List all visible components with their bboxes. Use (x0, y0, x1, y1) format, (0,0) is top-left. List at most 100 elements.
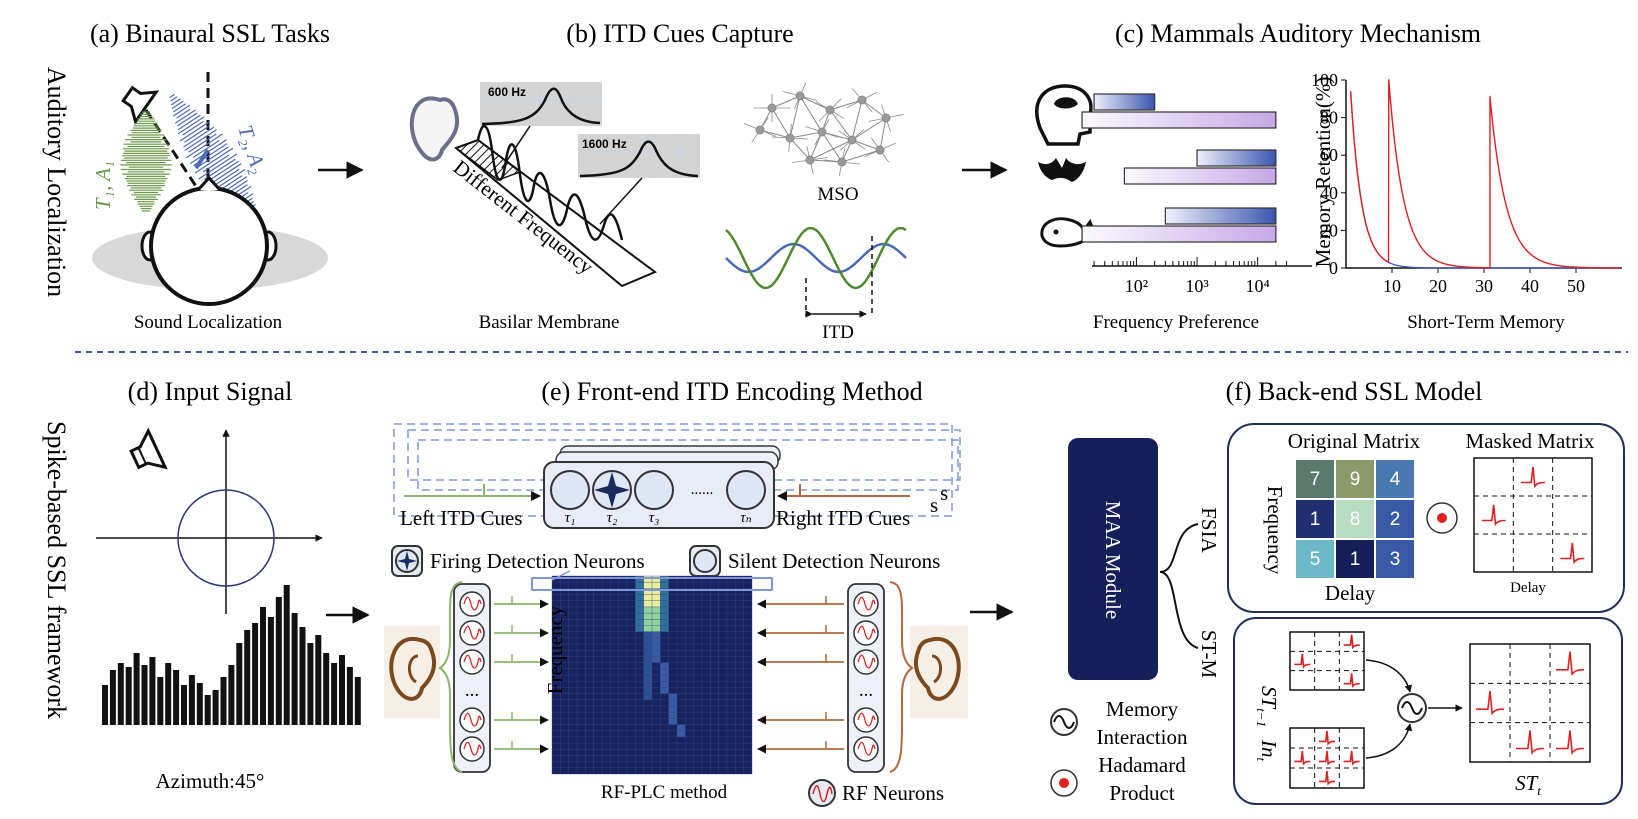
heatmap-cell (660, 626, 668, 632)
left-itd-cues-label: Left ITD Cues (400, 506, 522, 530)
azimuth-bar (339, 655, 345, 725)
firing-legend-label: Firing Detection Neurons (430, 549, 645, 573)
wave-tick (173, 104, 185, 112)
azimuth-bar (236, 643, 242, 725)
svg-text:1600 Hz: 1600 Hz (582, 137, 627, 151)
heatmap-cell (644, 582, 652, 588)
heatmap-cell (660, 582, 668, 588)
svg-text:......: ...... (691, 482, 714, 498)
svg-text:s: s (930, 493, 938, 517)
azimuth-bar (228, 665, 234, 725)
azimuth-bar (300, 627, 306, 725)
azimuth-bar (126, 667, 132, 725)
neuron-soma (796, 92, 804, 100)
hadamard-product-label-2: Product (1109, 781, 1174, 805)
itd-waves (726, 228, 906, 288)
neuron-link (790, 96, 800, 138)
panel-e-title: (e) Front-end ITD Encoding Method (541, 377, 922, 406)
matrix-value: 5 (1310, 549, 1321, 570)
heatmap-cell (660, 681, 668, 687)
heatmap-cell (660, 663, 668, 669)
neuron-soma (826, 106, 834, 114)
azimuth-bar (323, 653, 329, 725)
wave-tick (169, 94, 174, 97)
matrix-value: 8 (1350, 509, 1361, 530)
freq-bar-top-whale (1165, 208, 1276, 224)
freq-tick-label: 10⁴ (1245, 276, 1269, 296)
heatmap-cell (652, 619, 660, 625)
heatmap-cell (644, 694, 652, 700)
azimuth-bar (221, 677, 227, 725)
mem-x-tick-label: 30 (1475, 276, 1493, 296)
masked-matrix (1474, 458, 1592, 572)
heatmap-cell (660, 675, 668, 681)
wave-tick (185, 130, 217, 151)
heatmap-cell (652, 626, 660, 632)
mso-neurons (744, 83, 903, 176)
freq-1600-box: 1600 Hz (578, 134, 700, 178)
rf-neurons-label: RF Neurons (842, 781, 944, 805)
mem-retention-curve (1351, 80, 1622, 268)
matrix-value: 3 (1390, 549, 1401, 570)
heatmap-cell (652, 576, 660, 582)
heatmap-cell (644, 644, 652, 650)
azimuth-bar (260, 607, 266, 725)
neuron-soma (848, 136, 856, 144)
azimuth-bar (292, 613, 298, 725)
sound-localization-caption: Sound Localization (134, 312, 283, 333)
neuron-soma (838, 158, 846, 166)
fsia-label: FSIA (1197, 507, 1221, 553)
heatmap-cell (635, 619, 643, 625)
wave-tick (180, 121, 210, 141)
svg-text:s: s (940, 481, 948, 505)
neuron-soma (768, 104, 776, 112)
heatmap-cell (635, 576, 643, 582)
heatmap-cell (660, 576, 668, 582)
heatmap-cell (652, 650, 660, 656)
svg-text:τ₁: τ₁ (565, 510, 576, 526)
wave-tick (172, 101, 183, 108)
heatmap-cell (635, 601, 643, 607)
rf-plc-heatmap (532, 576, 772, 774)
azimuth-caption: Azimuth:45° (156, 769, 265, 793)
azimuth-bar (102, 685, 108, 725)
matrix-value: 7 (1310, 469, 1321, 490)
azimuth-bar (110, 670, 116, 725)
right-ear-icon (910, 626, 968, 718)
mem-x-tick-label: 10 (1383, 276, 1401, 296)
silent-legend-label: Silent Detection Neurons (728, 549, 940, 573)
heatmap-cell (644, 681, 652, 687)
neuron-soma (858, 96, 866, 104)
azimuth-bar (149, 657, 155, 725)
heatmap-cell (669, 700, 677, 706)
panel-a: (a) Binaural SSL Tasks T₁, A₁ T₂, A₂ Sou… (90, 19, 330, 333)
stm-label: ST-M (1197, 630, 1221, 679)
matrix-value: 4 (1390, 469, 1401, 490)
matrix-frequency-label: Frequency (1263, 486, 1287, 575)
neuron-link (880, 118, 886, 150)
matrix-value: 9 (1350, 469, 1361, 490)
neuron-link (790, 132, 822, 138)
neuron-soma (876, 146, 884, 154)
azimuth-bar (252, 623, 258, 725)
svg-text:600 Hz: 600 Hz (488, 85, 526, 99)
wave-tick (178, 115, 200, 129)
heatmap-cell (677, 731, 685, 737)
heatmap-cell (652, 656, 660, 662)
short-term-memory-caption: Short-Term Memory (1407, 312, 1565, 333)
rf-ellipsis: ... (465, 680, 479, 701)
heatmap-cell (644, 619, 652, 625)
heatmap-cell (652, 601, 660, 607)
azimuth-bar (173, 670, 179, 725)
azimuth-bar (205, 695, 211, 725)
heatmap-cell (652, 595, 660, 601)
neuron-soma (806, 156, 814, 164)
svg-text:τ₂: τ₂ (607, 510, 618, 526)
freq-bar-bottom-human (1082, 112, 1276, 128)
heatmap-cell (660, 619, 668, 625)
memory-ylabel: Memory Retention(%) (1311, 77, 1335, 268)
azimuth-bar (347, 667, 353, 725)
